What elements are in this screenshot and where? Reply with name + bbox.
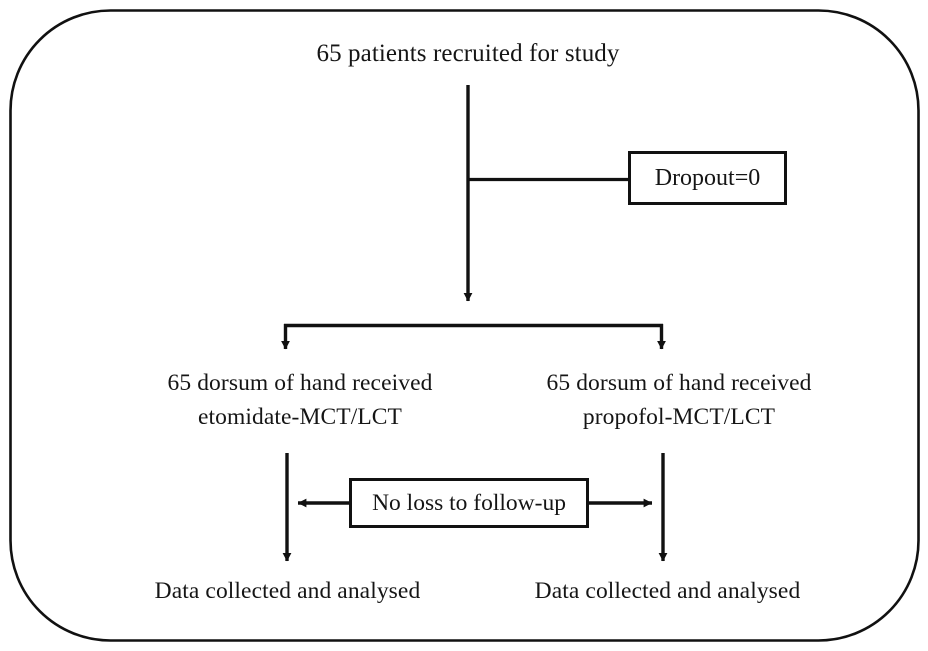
allocation-left-label: 65 dorsum of hand received etomidate-MCT… — [120, 366, 480, 434]
followup-box-label: No loss to follow-up — [372, 490, 566, 516]
allocation-left-line2: etomidate-MCT/LCT — [197, 404, 403, 431]
followup-box — [349, 478, 589, 528]
analysis-right-label: Data collected and analysed — [534, 578, 801, 604]
allocation-right-label: 65 dorsum of hand received propofol-MCT/… — [499, 366, 859, 434]
dropout-box-label: Dropout=0 — [654, 164, 761, 191]
dropout-box — [628, 151, 787, 205]
analysis-left-label: Data collected and analysed — [154, 578, 421, 604]
allocation-right-line1: 65 dorsum of hand received — [546, 370, 812, 396]
outer-frame — [9, 9, 920, 642]
allocation-left-line1: 65 dorsum of hand received — [167, 370, 433, 396]
enrollment-label: 65 patients recruited for study — [316, 40, 620, 67]
allocation-right-line2: propofol-MCT/LCT — [582, 404, 776, 431]
